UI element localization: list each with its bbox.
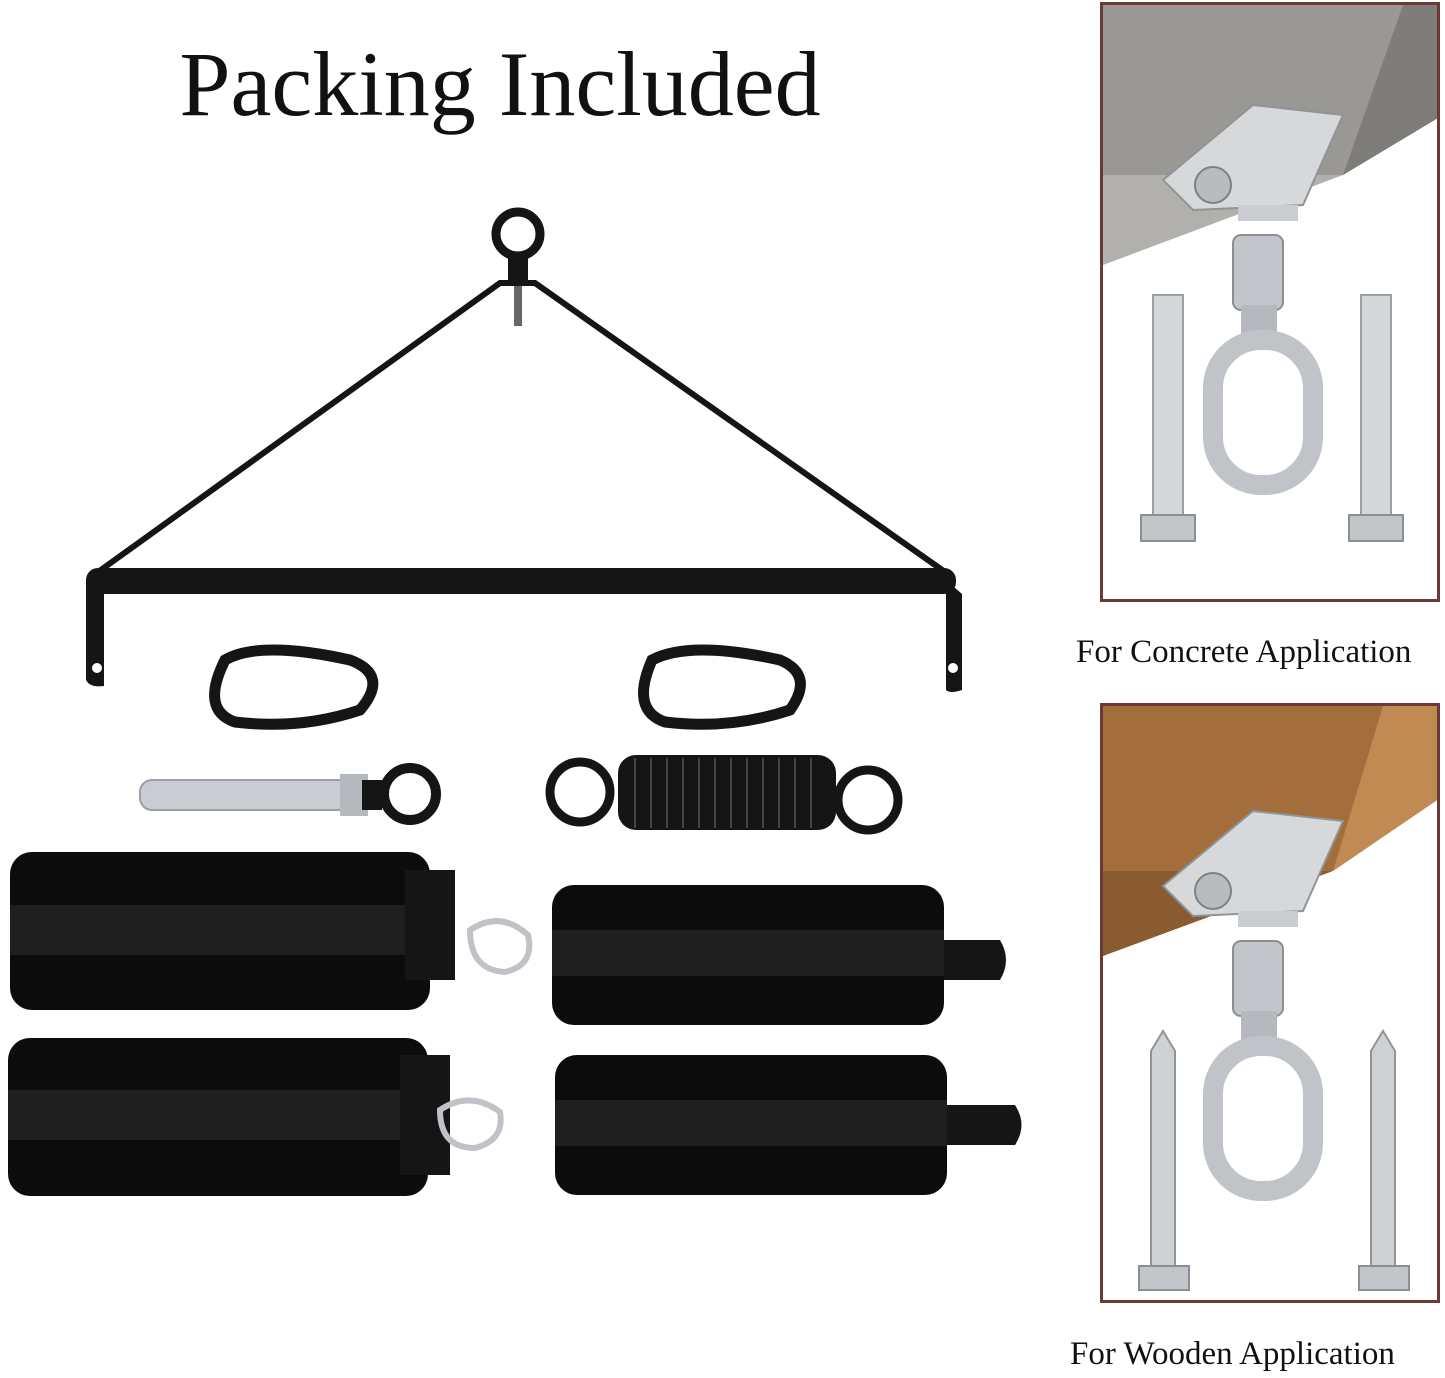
swivel-hook-icon: [1161, 809, 1345, 1201]
concrete-application-panel: [1100, 2, 1440, 602]
carabiner-icon: [209, 644, 379, 730]
product-illustration: [8, 207, 1022, 1196]
wooden-hardware-illustration: [1103, 706, 1437, 1300]
spring-icon: [545, 755, 903, 835]
expansion-bolt-icon: [1140, 294, 1196, 542]
page-title: Packing Included: [179, 33, 821, 135]
cuff-icon: [555, 1055, 1022, 1195]
expansion-bolt-icon: [1348, 294, 1404, 542]
concrete-caption: For Concrete Application: [1076, 634, 1412, 670]
spreader-bar-icon: [86, 207, 962, 692]
eye-bolt-icon: [139, 763, 441, 825]
cuff-icon: [10, 852, 533, 1010]
lag-screw-icon: [1358, 1029, 1410, 1291]
wooden-caption: For Wooden Application: [1070, 1336, 1395, 1372]
lag-screw-icon: [1138, 1029, 1190, 1291]
cuff-icon: [552, 885, 1006, 1025]
swivel-hook-icon: [1161, 103, 1345, 495]
carabiner-icon: [638, 644, 806, 730]
cuff-icon: [8, 1038, 504, 1196]
wooden-application-panel: [1100, 703, 1440, 1303]
concrete-hardware-illustration: [1103, 5, 1437, 599]
